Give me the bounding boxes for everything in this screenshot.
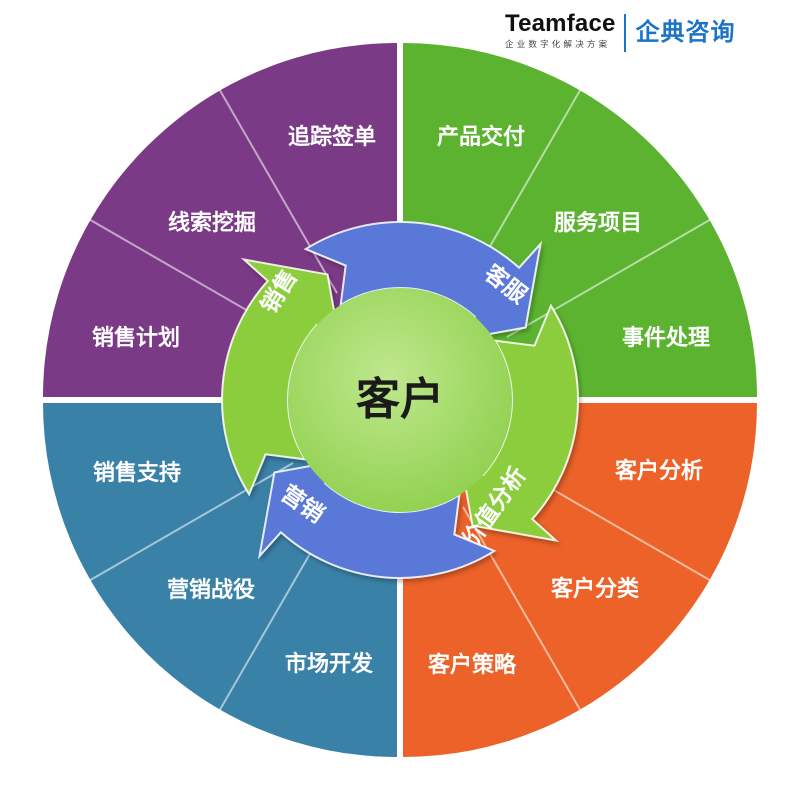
sector-label: 事件处理 xyxy=(622,325,710,351)
brand-divider xyxy=(623,14,626,52)
sector-divider xyxy=(506,218,711,338)
sector-label: 客户分类 xyxy=(551,576,640,602)
sector-label: 销售计划 xyxy=(92,325,180,351)
brand-suffix: 企典咨询 xyxy=(635,18,736,46)
sector-label: 客户分析 xyxy=(615,458,703,484)
sector-divider xyxy=(218,89,338,294)
sector-label: 服务项目 xyxy=(554,211,642,236)
sector-label: 销售支持 xyxy=(93,460,181,486)
center-label: 客户 xyxy=(356,374,444,425)
center-disc xyxy=(288,288,512,512)
sector-label: 产品交付 xyxy=(437,124,525,150)
brand-name: Teamface xyxy=(505,10,616,37)
brand-text: Teamface 企业数字化解决方案 xyxy=(505,10,616,51)
sector-label: 市场开发 xyxy=(285,651,374,677)
sector-label: 客户策略 xyxy=(428,652,517,678)
sector-divider xyxy=(462,506,582,711)
cycle-arrows: 销售客服价值分析营销 xyxy=(221,221,579,579)
sector-divider xyxy=(89,462,294,582)
brand-tagline: 企业数字化解决方案 xyxy=(505,40,611,50)
brand-logo: Teamface 企业数字化解决方案 企典咨询 xyxy=(505,10,736,54)
center-circle: 客户 xyxy=(288,288,512,512)
sector-label: 线索挖掘 xyxy=(168,210,256,236)
sector-label: 营销战役 xyxy=(167,578,255,603)
sector-label: 追踪签单 xyxy=(288,124,376,150)
